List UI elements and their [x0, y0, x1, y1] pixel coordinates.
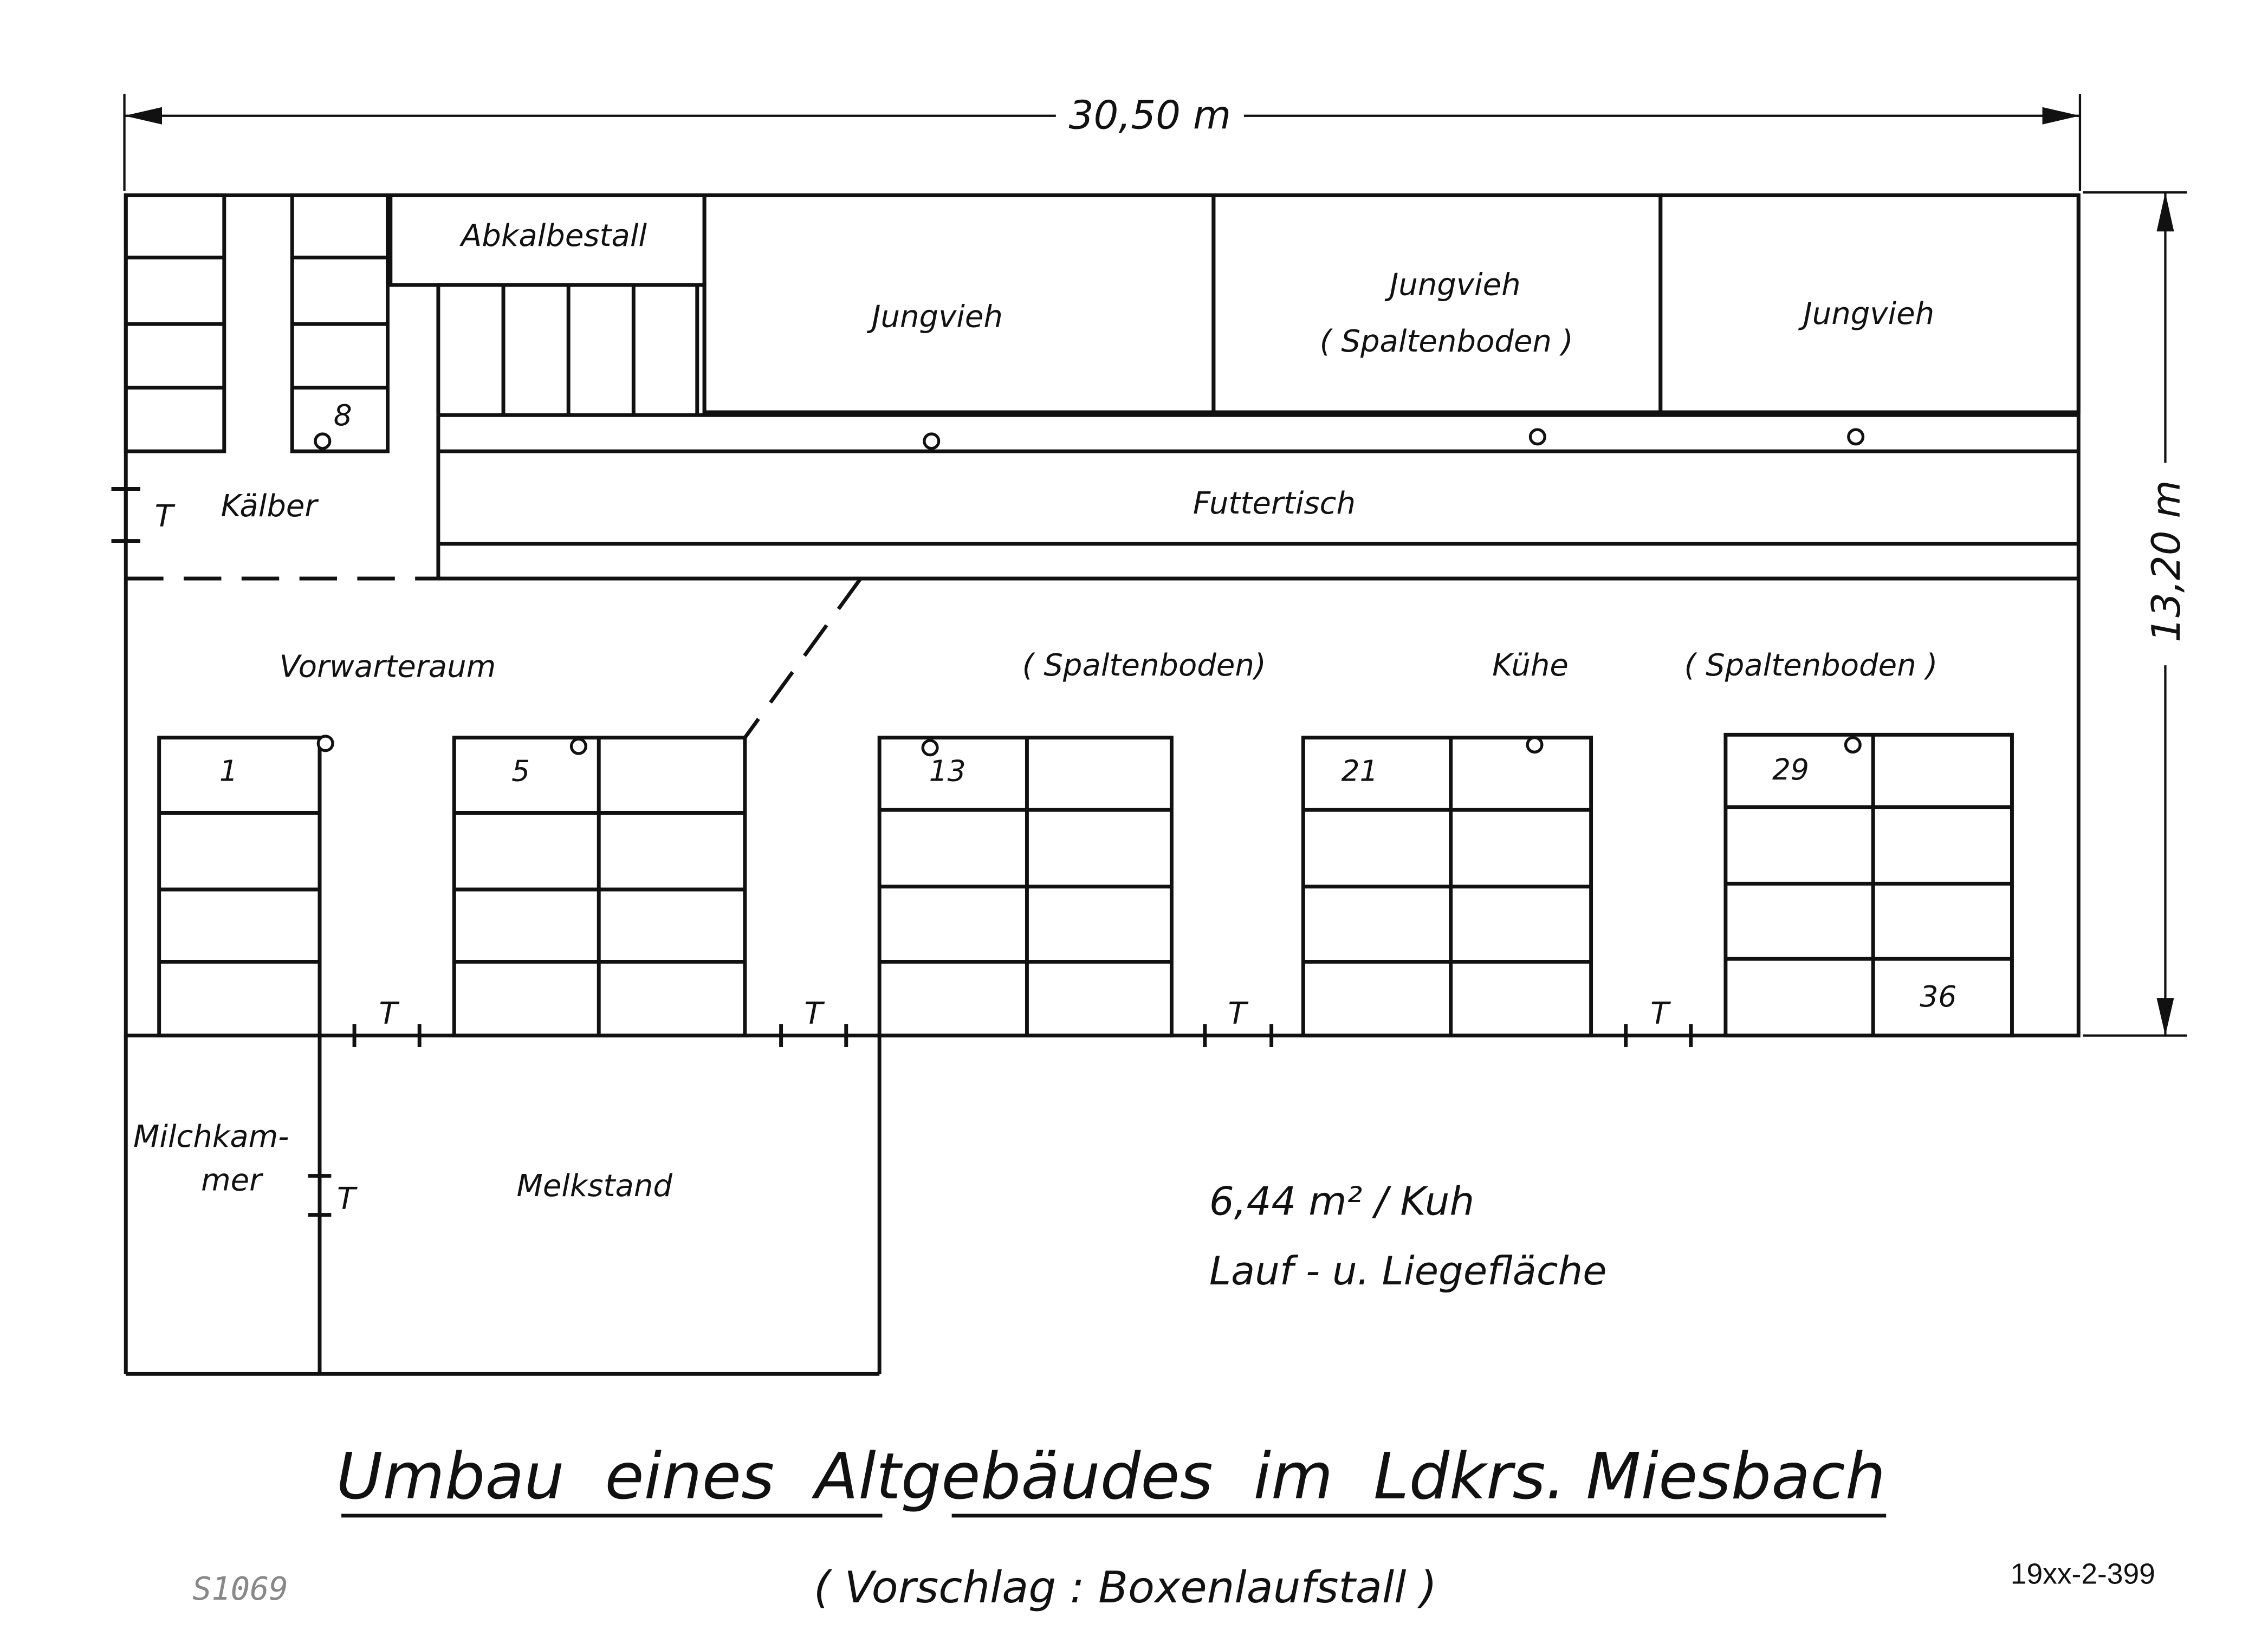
- door-label: T: [155, 499, 176, 534]
- futtertisch: Futtertisch: [436, 413, 2079, 581]
- depth-dimension: 13,20 m: [2083, 191, 2189, 1037]
- drawing-subtitle: ( Vorschlag : Boxenlaufstall ): [814, 1562, 1437, 1613]
- door-label: T: [1650, 996, 1671, 1031]
- door-label: T: [379, 996, 399, 1031]
- kaelber-label: Kälber: [221, 489, 319, 524]
- cubicle-number-36: 36: [1920, 979, 1956, 1014]
- abkalbestall: Abkalbestall: [388, 193, 707, 415]
- area-per-cow: 6,44 m² / Kuh: [1209, 1179, 1474, 1224]
- box-number-8: 8: [334, 398, 352, 432]
- archive-stamp: S1069: [192, 1570, 288, 1607]
- drawing-code: 19xx-2-399: [2011, 1558, 2155, 1590]
- kaelber-area: Kälber T: [111, 487, 863, 739]
- spaltenboden-label-1: ( Spaltenboden): [1022, 648, 1266, 683]
- calf-boxes: 8: [124, 193, 390, 453]
- cubicles-group-1: 1: [157, 735, 334, 1038]
- kuehe-label: Kühe: [1492, 648, 1569, 683]
- jungvieh-pens: Jungvieh Jungvieh ( Spaltenboden ) Jungv…: [702, 193, 2081, 414]
- cubicles-group-2: 5: [452, 736, 747, 1038]
- cubicles-group-4: 21: [1301, 736, 1593, 1038]
- width-label: 30,50 m: [1069, 93, 1231, 138]
- door-label: T: [1228, 996, 1249, 1031]
- drawing-title: Umbau eines Altgebäudes im Ldkrs. Miesba…: [336, 1439, 1885, 1514]
- futtertisch-label: Futtertisch: [1193, 486, 1356, 521]
- abkalbestall-label: Abkalbestall: [459, 218, 647, 254]
- melkstand-label: Melkstand: [516, 1168, 672, 1204]
- door-label: T: [337, 1181, 358, 1217]
- jungvieh-label-1: Jungvieh: [866, 299, 1003, 334]
- cubicles-group-5: 29 36: [1723, 732, 2014, 1038]
- cubicle-number-21: 21: [1342, 754, 1378, 788]
- door-label: T: [804, 996, 825, 1031]
- milchkammer-label-2: mer: [201, 1163, 263, 1198]
- cubicles-group-3: 13: [877, 736, 1174, 1038]
- vorwarteraum-label: Vorwarteraum: [280, 650, 496, 685]
- cubicle-number-13: 13: [929, 754, 966, 788]
- area-type: Lauf - u. Liegefläche: [1209, 1248, 1607, 1294]
- doors: T T T T T: [308, 996, 1693, 1217]
- width-dimension: 30,50 m: [123, 93, 2082, 191]
- jungvieh-label-2: Jungvieh: [1384, 268, 1521, 303]
- cubicle-number-29: 29: [1772, 752, 1809, 787]
- spaltenboden-label-2: ( Spaltenboden ): [1684, 648, 1937, 683]
- jungvieh-label-3: Jungvieh: [1798, 296, 1934, 332]
- depth-label: 13,20 m: [2143, 480, 2189, 642]
- milchkammer-label-1: Milchkam-: [133, 1119, 289, 1154]
- cubicle-number-1: 1: [219, 754, 238, 788]
- jungvieh-note: ( Spaltenboden ): [1320, 324, 1573, 359]
- cubicle-number-5: 5: [511, 754, 530, 788]
